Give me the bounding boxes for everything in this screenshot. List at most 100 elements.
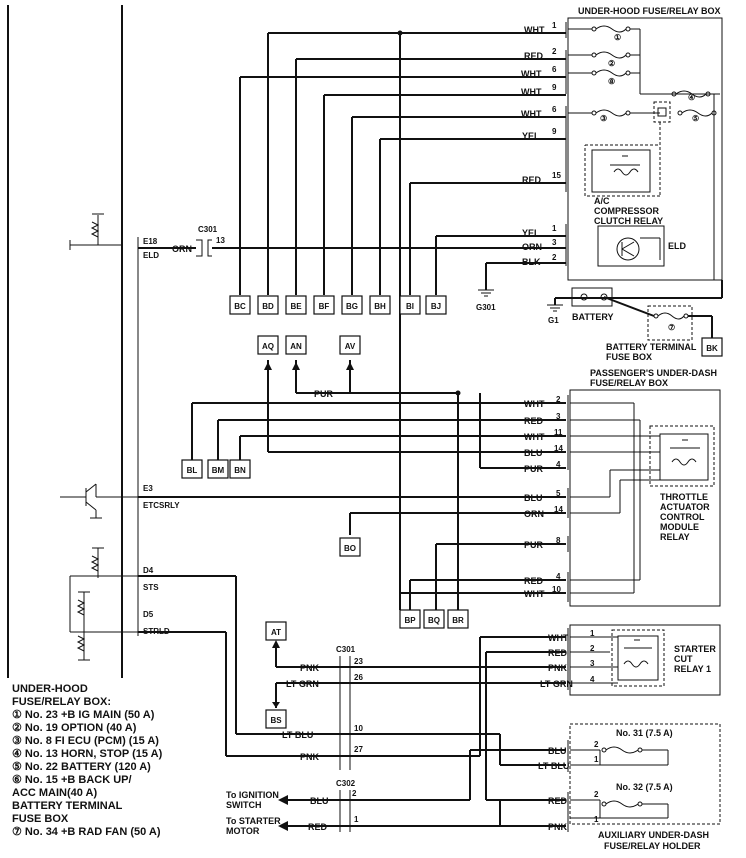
wire-color: LT BLU [538, 761, 569, 771]
jump-box-av: AV [339, 335, 361, 355]
ac-relay-label-1: A/C [594, 196, 610, 206]
jump-box-be: BE [285, 295, 307, 315]
fuse31-label: No. 31 (7.5 A) [616, 728, 673, 738]
btfb-label-1: BATTERY TERMINAL [606, 342, 697, 352]
jump-box-bn: BN [229, 459, 251, 479]
legend-item-4: ④ No. 13 HORN, STOP (15 A) [12, 748, 163, 760]
jump-box-bc: BC [229, 295, 251, 315]
wire-pin: 3 [552, 238, 557, 247]
jump-box-label: BG [346, 302, 358, 311]
under-hood-wire-labels: WHT 1 RED 2 WHT 6 WHT 9 WHT 6 YEL 9 RED … [521, 21, 561, 267]
jump-box-label: BJ [431, 302, 441, 311]
wire-pin: 6 [552, 65, 557, 74]
jump-box-label: BD [262, 302, 274, 311]
wire-pin: 26 [354, 673, 363, 682]
jump-box-bg: BG [341, 295, 363, 315]
legend-item-6b: ACC MAIN(40 A) [12, 787, 97, 799]
jump-box-label: AN [290, 342, 302, 351]
wire-pin: 1 [590, 629, 595, 638]
c301-mid-label: C301 [336, 645, 356, 654]
wire-pin: 2 [590, 644, 595, 653]
wire-pin: 2 [352, 789, 357, 798]
legend-item-6: ⑥ No. 15 +B BACK UP/ [12, 774, 132, 786]
btfb-label-2: FUSE BOX [606, 352, 652, 362]
jump-arrows [264, 362, 354, 708]
wire-pin: 4 [556, 460, 561, 469]
wire-color: BLU [548, 746, 567, 756]
ground-g301: G301 [476, 303, 496, 312]
jump-box-label: BN [234, 466, 246, 475]
wire-pin: 1 [354, 815, 359, 824]
tac-label-1: THROTTLE [660, 492, 708, 502]
wire-pin: 10 [354, 724, 363, 733]
wire-color: LT GRN [286, 679, 319, 689]
jump-box-aq: AQ [257, 335, 279, 355]
tac-label-2: ACTUATOR [660, 502, 710, 512]
wire-color: RED [522, 175, 542, 185]
jump-box-label: BS [270, 716, 282, 725]
wire-pin: 11 [554, 428, 563, 437]
legend-item-3: ③ No. 8 FI ECU (PCM) (15 A) [12, 735, 159, 747]
wire-color: RED [308, 822, 328, 832]
aux-fuse-holder: No. 31 (7.5 A) No. 32 (7.5 A) AUXILIARY … [567, 723, 721, 851]
jump-box-label: BR [452, 616, 464, 625]
wire-pin: 14 [554, 505, 563, 514]
aux-wire-labels: BLU 2 LT BLU 1 RED 2 PNK 1 [538, 740, 599, 832]
wire-pin: 3 [590, 659, 595, 668]
wire-color: WHT [521, 87, 542, 97]
jump-box-label: BH [374, 302, 386, 311]
wire-pin: 8 [556, 536, 561, 545]
ground-g1: G1 [548, 316, 559, 325]
c301-mid-connector: C301 PNK 23 LT GRN 26 LT BLU 10 PNK 27 [138, 575, 566, 801]
wire-pin: 9 [552, 83, 557, 92]
wire-pin: 2 [594, 790, 599, 799]
c301-pin-13: 13 [216, 236, 225, 245]
wire-pin: 5 [556, 489, 561, 498]
wire-pin: 14 [554, 444, 563, 453]
starter-motor-label-1: To STARTER [226, 816, 281, 826]
fuse-label-3: ③ [600, 114, 607, 123]
legend: UNDER-HOOD FUSE/RELAY BOX: ① No. 23 +B I… [12, 683, 163, 838]
jump-box-label: BO [344, 544, 356, 553]
jump-box-bi: BI [399, 295, 421, 315]
jump-box-bp: BP [399, 609, 421, 629]
wire-pin: 27 [354, 745, 363, 754]
starter-cut-label-3: RELAY 1 [674, 664, 711, 674]
wire-color: LT BLU [282, 730, 313, 740]
fuse-label-2: ② [608, 59, 615, 68]
jump-box-label: BE [290, 302, 302, 311]
wire-pin: 4 [556, 572, 561, 581]
c301-top-connector: C301 ORN 13 [172, 225, 225, 257]
wire-pin: 4 [590, 675, 595, 684]
c302-connector: C302 BLU 2 RED 1 To IGNITION SWITCH To S… [226, 779, 566, 836]
wire-color: YEL [522, 228, 540, 238]
jump-box-label: BC [234, 302, 246, 311]
legend-heading-2: FUSE/RELAY BOX: [12, 696, 111, 708]
legend-heading-3: BATTERY TERMINAL [12, 800, 123, 812]
pur-top-label: PUR [314, 389, 334, 399]
starter-cut-label-2: CUT [674, 654, 693, 664]
jump-box-bs: BS [265, 709, 287, 729]
jump-box-bj: BJ [425, 295, 447, 315]
wire-color: RED [524, 51, 544, 61]
aux-title-1: AUXILIARY UNDER-DASH [598, 830, 709, 840]
c301-top-label: C301 [198, 225, 218, 234]
jump-box-br: BR [447, 609, 469, 629]
jump-box-bl: BL [181, 459, 203, 479]
passenger-fuse-box: PASSENGER'S UNDER-DASH FUSE/RELAY BOX TH… [567, 368, 721, 607]
wire-color: WHT [521, 69, 542, 79]
battery-terminal-fuse-box: ⑦ BATTERY TERMINAL FUSE BOX [606, 305, 713, 362]
passenger-title-2: FUSE/RELAY BOX [590, 378, 668, 388]
pin-sts: STS [143, 583, 159, 592]
jump-box-an: AN [285, 335, 307, 355]
wire-color: PNK [300, 752, 320, 762]
ac-relay-label-2: COMPRESSOR [594, 206, 660, 216]
wire-pin: 2 [552, 47, 557, 56]
ignition-label-1: To IGNITION [226, 790, 279, 800]
legend-item-1: ① No. 23 +B IG MAIN (50 A) [12, 709, 155, 721]
jump-box-label: BP [404, 616, 416, 625]
jump-box-bo: BO [339, 537, 361, 557]
jump-box-label: BI [406, 302, 414, 311]
